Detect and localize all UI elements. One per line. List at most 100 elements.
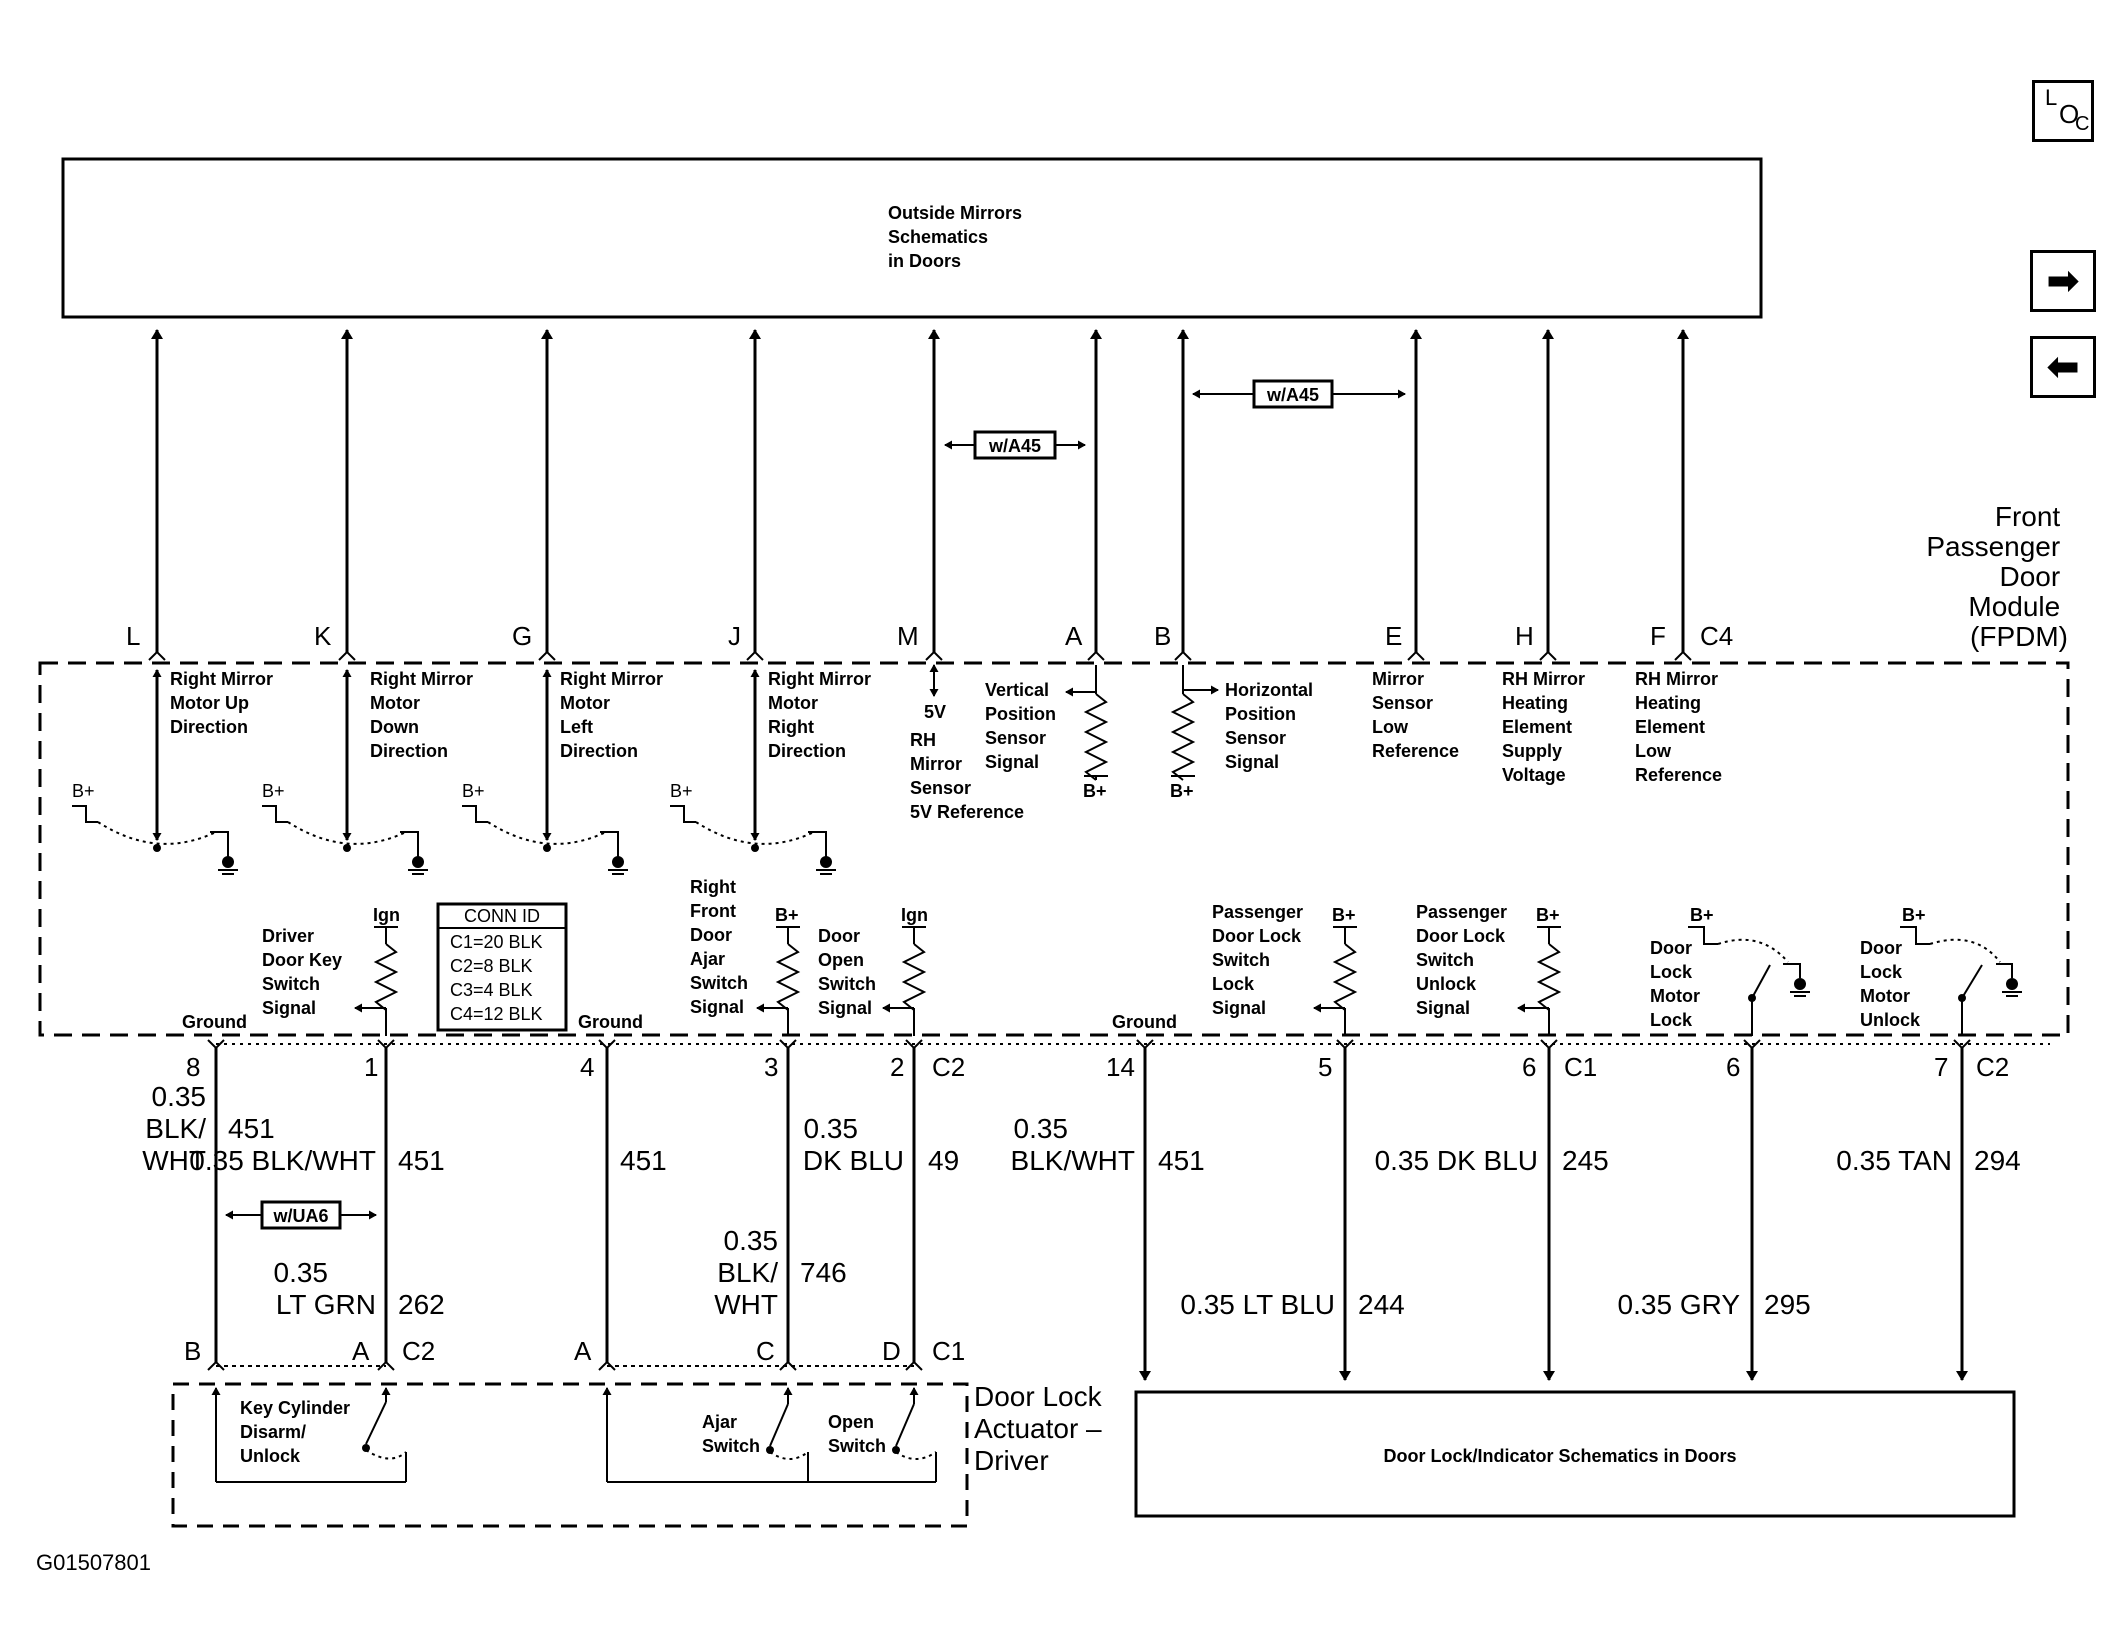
conn-id-text: CONN ID C1=20 BLK C2=8 BLK C3=4 BLK C4=1…: [450, 906, 543, 1024]
svg-text:5V: 5V: [924, 702, 946, 722]
ground-symbols: [153, 844, 832, 868]
svg-text:D: D: [882, 1336, 901, 1366]
svg-text:Ground: Ground: [578, 1012, 643, 1032]
svg-text:B+: B+: [1083, 781, 1107, 801]
motor-bplus: B+ B+ B+ B+: [72, 781, 693, 801]
svg-text:B+: B+: [1902, 905, 1926, 925]
svg-text:B: B: [1154, 621, 1171, 651]
svg-text:3: 3: [764, 1052, 778, 1082]
svg-text:H: H: [1515, 621, 1534, 651]
svg-text:Ground: Ground: [1112, 1012, 1177, 1032]
svg-text:B+: B+: [775, 905, 799, 925]
svg-text:L: L: [126, 621, 140, 651]
svg-text:C2: C2: [932, 1052, 965, 1082]
svg-text:B+: B+: [670, 781, 693, 801]
svg-text:B+: B+: [1332, 905, 1356, 925]
motor-circuits: [152, 669, 760, 841]
fpdm-module-box: [38, 661, 2070, 1037]
svg-text:6: 6: [1726, 1052, 1740, 1082]
svg-text:Ign: Ign: [901, 905, 928, 925]
svg-text:E: E: [1385, 621, 1402, 651]
svg-text:C: C: [756, 1336, 775, 1366]
tag-wua6: [260, 1200, 342, 1230]
svg-text:0.35 BLK/WHT: 0.35 BLK/WHT: [189, 1145, 376, 1176]
svg-text:6: 6: [1522, 1052, 1536, 1082]
bottom-connector-marks: [207, 1039, 1971, 1371]
svg-text:B+: B+: [72, 781, 95, 801]
svg-text:451: 451: [620, 1145, 667, 1176]
svg-text:A: A: [1065, 621, 1083, 651]
svg-text:49: 49: [928, 1145, 959, 1176]
door-lock-actuator-box: [171, 1382, 969, 1528]
top-wires: [151, 329, 1689, 652]
svg-text:G: G: [512, 621, 532, 651]
svg-text:Ground: Ground: [182, 1012, 247, 1032]
svg-text:0.35 DK BLU: 0.35 DK BLU: [1375, 1145, 1538, 1176]
outside-mirrors-box: [61, 157, 1763, 319]
svg-text:A: A: [352, 1336, 370, 1366]
svg-text:B+: B+: [1536, 905, 1560, 925]
switch-labels: Ign B+ Ign B+ B+ B+ B+ Ground Ground Gro…: [182, 877, 1926, 1032]
svg-text:295: 295: [1764, 1289, 1811, 1320]
svg-text:7: 7: [1934, 1052, 1948, 1082]
svg-text:294: 294: [1974, 1145, 2021, 1176]
arrow-right-icon: ➡: [2046, 258, 2080, 304]
svg-text:C1: C1: [932, 1336, 965, 1366]
tag-wa45-2: [1252, 379, 1334, 409]
next-page-button[interactable]: ➡: [2030, 250, 2096, 312]
svg-text:2: 2: [890, 1052, 904, 1082]
svg-text:C2: C2: [1976, 1052, 2009, 1082]
actuator-label: Door Lock Actuator – Driver: [974, 1381, 1109, 1476]
switch-circuits: [354, 926, 2013, 1036]
bottom-box-text: Door Lock/Indicator Schematics in Doors: [1383, 1446, 1736, 1466]
svg-text:CONN ID: CONN ID: [464, 906, 540, 926]
svg-text:C1: C1: [1564, 1052, 1597, 1082]
svg-text:1: 1: [364, 1052, 378, 1082]
svg-text:F: F: [1650, 621, 1666, 651]
svg-text:K: K: [314, 621, 332, 651]
svg-text:746: 746: [800, 1257, 847, 1288]
svg-text:B+: B+: [262, 781, 285, 801]
svg-text:B: B: [184, 1336, 201, 1366]
svg-text:Ign: Ign: [373, 905, 400, 925]
previous-page-button[interactable]: ⬅: [2030, 336, 2096, 398]
svg-text:M: M: [897, 621, 919, 651]
svg-text:C3=4 BLK: C3=4 BLK: [450, 980, 533, 1000]
svg-text:C4: C4: [1700, 621, 1733, 651]
svg-text:14: 14: [1106, 1052, 1135, 1082]
svg-text:C2: C2: [402, 1336, 435, 1366]
bottom-wires: [214, 1048, 1968, 1381]
svg-text:B+: B+: [1170, 781, 1194, 801]
svg-text:C4=12 BLK: C4=12 BLK: [450, 1004, 543, 1024]
svg-text:451: 451: [228, 1113, 275, 1144]
arrow-left-icon: ⬅: [2046, 344, 2080, 390]
bottom-pin-labels: 8 1 4 3 2 C2 14 5 6 C1 6 7 C2: [186, 1052, 2009, 1082]
actuator-circuits: [211, 1387, 937, 1483]
top-connector-marks: [148, 650, 1692, 661]
conn-id-box: [436, 902, 568, 1032]
